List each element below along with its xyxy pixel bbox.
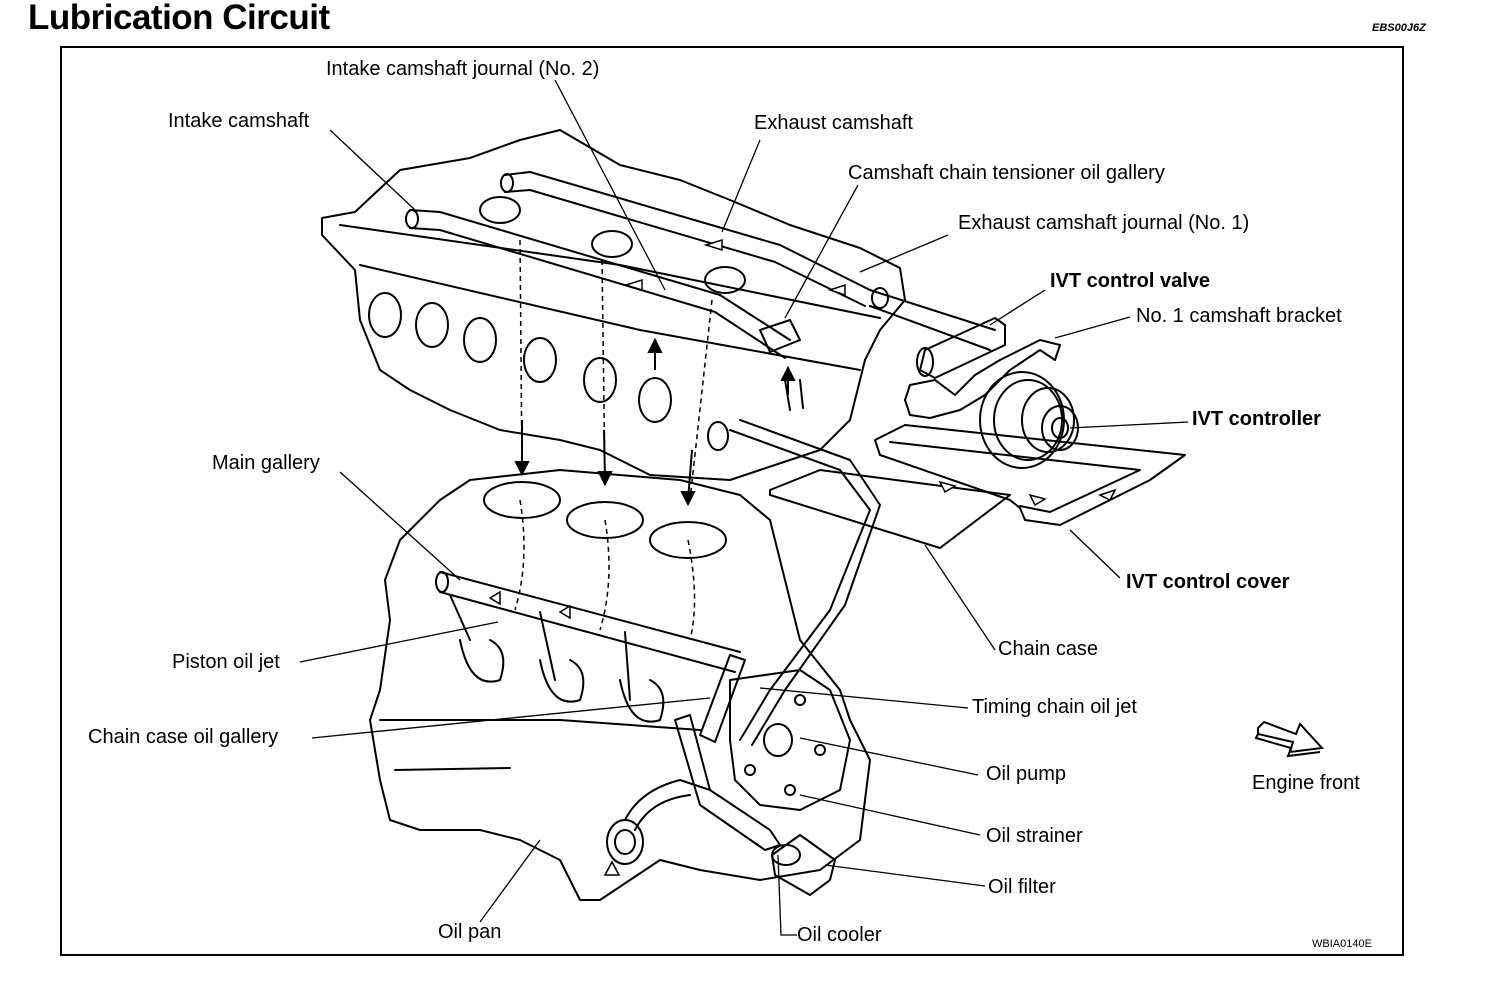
engine-front-arrow-icon [1254,720,1325,758]
diagram-frame [60,46,1404,956]
label-chain-case-oil-gallery: Chain case oil gallery [88,726,279,748]
page-title: Lubrication Circuit [28,0,330,37]
main-gallery [439,571,741,673]
label-ivt-controller: IVT controller [1192,408,1321,430]
cylinder-head-top-rail [339,224,881,319]
label-oil-strainer: Oil strainer [986,825,1083,847]
label-intake-camshaft: Intake camshaft [168,110,310,132]
intake-camshaft [409,209,791,341]
label-chain-case: Chain case [998,638,1099,660]
label-intake-camshaft-journal-2: Intake camshaft journal (No. 2) [326,58,600,80]
camshaft-bracket [904,339,1061,419]
label-chain-tensioner-gallery: Camshaft chain tensioner oil gallery [848,162,1165,184]
cylinder-head-outline [321,129,906,481]
label-no1-camshaft-bracket: No. 1 camshaft bracket [1136,305,1342,327]
label-oil-filter: Oil filter [988,876,1056,898]
chain-case-oil-gallery [699,654,746,743]
label-piston-oil-jet: Piston oil jet [172,651,280,673]
document-code: EBS00J6Z [1372,22,1426,34]
label-exhaust-camshaft-journal-1: Exhaust camshaft journal (No. 1) [958,212,1250,234]
exhaust-camshaft [504,171,871,291]
label-engine-front: Engine front [1252,772,1360,794]
label-oil-pump: Oil pump [986,763,1067,785]
label-oil-cooler: Oil cooler [797,924,882,946]
ivt-control-cover [874,424,1186,526]
label-main-gallery: Main gallery [212,452,320,474]
figure-code: WBIA0140E [1312,938,1372,950]
label-exhaust-camshaft: Exhaust camshaft [754,112,913,134]
cylinder-block-outline [369,469,871,901]
piston-oil-jets [449,594,631,701]
cylinder-head-mid-rail [359,264,861,371]
label-oil-pan: Oil pan [438,921,502,943]
label-ivt-control-cover: IVT control cover [1126,571,1290,593]
chain-case [769,469,1011,549]
label-timing-chain-oil-jet: Timing chain oil jet [972,696,1137,718]
ivt-control-valve [869,289,996,351]
oil-strainer-pickup [624,779,711,831]
oil-filter [771,834,836,896]
oil-pipe [729,429,871,741]
label-ivt-control-valve: IVT control valve [1050,270,1211,292]
